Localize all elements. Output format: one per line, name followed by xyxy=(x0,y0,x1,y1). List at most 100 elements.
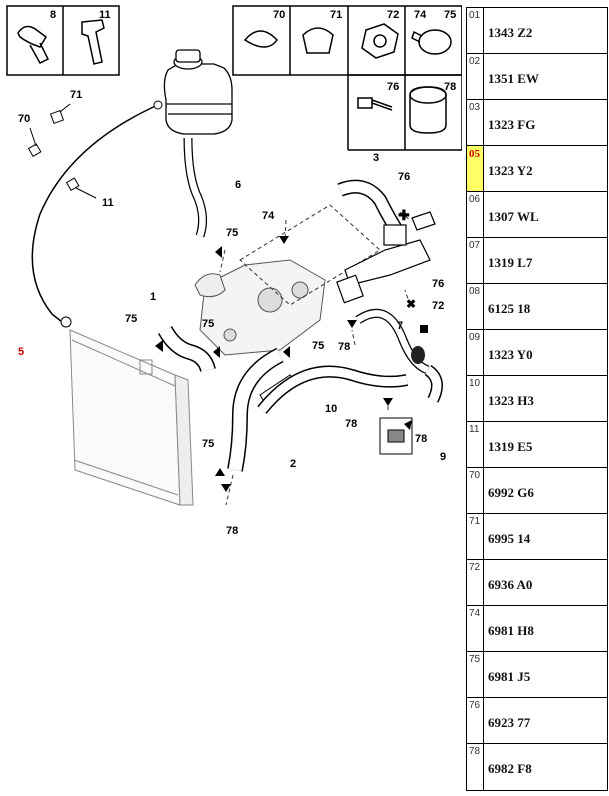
parts-row[interactable]: 78 6982 F8 xyxy=(467,743,607,791)
part-reference: 6923 77 xyxy=(488,715,531,730)
part-index: 03 xyxy=(467,100,484,145)
parts-row[interactable]: 07 1319 L7 xyxy=(467,237,607,283)
callout-75-d: 75 xyxy=(312,340,324,352)
clip-11-icon xyxy=(81,19,105,65)
clamp-72-icon xyxy=(411,346,425,364)
part-reference: 6125 18 xyxy=(488,301,531,316)
part-reference: 6982 F8 xyxy=(488,761,532,776)
parts-row[interactable]: 08 6125 18 xyxy=(467,283,607,329)
callout-70: 70 xyxy=(18,113,30,125)
callout-76-a: 76 xyxy=(398,171,410,183)
part-reference: 1323 Y2 xyxy=(488,163,533,178)
inset-callout-11: 11 xyxy=(99,9,111,21)
cable-5 xyxy=(31,103,161,327)
part-index: 06 xyxy=(467,192,484,237)
callout-71: 71 xyxy=(70,89,82,101)
part-index: 78 xyxy=(467,744,484,790)
inset-clips-left xyxy=(6,5,120,76)
parts-row[interactable]: 75 6981 J5 xyxy=(467,651,607,697)
callout-75-e: 75 xyxy=(202,438,214,450)
parts-row[interactable]: 76 6923 77 xyxy=(467,697,607,743)
cooling-system-diagram: 8 11 70 71 72 74 75 76 78 xyxy=(6,5,462,537)
inset-fasteners-right xyxy=(232,5,462,151)
callout-5: 5 xyxy=(18,346,24,358)
part-reference: 1323 H3 xyxy=(488,393,534,408)
parts-row[interactable]: 71 6995 14 xyxy=(467,513,607,559)
svg-text:✖: ✖ xyxy=(406,297,416,311)
thermostat-housing xyxy=(194,259,326,356)
parts-row[interactable]: 70 6992 G6 xyxy=(467,467,607,513)
radiator xyxy=(69,329,194,506)
callout-78-d: 78 xyxy=(226,525,238,537)
inset-callout-75: 75 xyxy=(444,9,456,21)
callout-76-b: 76 xyxy=(432,278,444,290)
callout-72: 72 xyxy=(432,300,444,312)
part-reference: 1319 L7 xyxy=(488,255,533,270)
part-index: 74 xyxy=(467,606,484,651)
part-reference: 1319 E5 xyxy=(488,439,533,454)
callout-75-b: 75 xyxy=(125,313,137,325)
parts-row[interactable]: 10 1323 H3 xyxy=(467,375,607,421)
part-reference: 6981 J5 xyxy=(488,669,531,684)
part-index: 75 xyxy=(467,652,484,697)
inset-callout-76: 76 xyxy=(387,81,399,93)
part-reference: 6936 A0 xyxy=(488,577,533,592)
callout-78-b: 78 xyxy=(345,418,357,430)
hose-clamp-74-icon xyxy=(418,29,452,55)
clip-8-icon xyxy=(17,25,47,48)
cable-connector-icon xyxy=(153,100,163,110)
callout-7: 7 xyxy=(397,320,403,332)
callout-1: 1 xyxy=(150,291,156,303)
callout-74: 74 xyxy=(262,210,275,222)
parts-row[interactable]: 06 1307 WL xyxy=(467,191,607,237)
parts-row[interactable]: 72 6936 A0 xyxy=(467,559,607,605)
svg-text:✚: ✚ xyxy=(398,207,410,223)
part-reference: 1323 FG xyxy=(488,117,536,132)
guide-lines xyxy=(219,211,411,506)
inset-callout-71: 71 xyxy=(330,9,342,21)
callout-78-a: 78 xyxy=(338,341,350,353)
part-index: 71 xyxy=(467,514,484,559)
part-index: 09 xyxy=(467,330,484,375)
part-index: 11 xyxy=(467,422,484,467)
outlet-pipe-assembly xyxy=(336,211,436,304)
nut-72-icon xyxy=(361,23,399,59)
callout-75-a: 75 xyxy=(226,227,238,239)
parts-row[interactable]: 03 1323 FG xyxy=(467,99,607,145)
callout-10: 10 xyxy=(325,403,337,415)
part-index: 08 xyxy=(467,284,484,329)
part-index: 05 xyxy=(467,146,484,191)
part-index: 72 xyxy=(467,560,484,605)
part-reference: 6992 G6 xyxy=(488,485,534,500)
callout-2: 2 xyxy=(290,458,296,470)
callout-6: 6 xyxy=(235,179,241,191)
parts-row[interactable]: 11 1319 E5 xyxy=(467,421,607,467)
part-index: 70 xyxy=(467,468,484,513)
inset-callout-70: 70 xyxy=(273,9,285,21)
inset-callout-74: 74 xyxy=(414,9,427,21)
part-index: 76 xyxy=(467,698,484,743)
part-index: 07 xyxy=(467,238,484,283)
clip-70-icon xyxy=(243,30,278,48)
parts-row[interactable]: 05 1323 Y2 xyxy=(467,145,607,191)
part-reference: 6995 14 xyxy=(488,531,531,546)
inset-callout-8: 8 xyxy=(50,9,56,21)
part-index: 02 xyxy=(467,54,484,99)
part-index: 10 xyxy=(467,376,484,421)
callout-3: 3 xyxy=(373,152,379,164)
parts-row[interactable]: 02 1351 EW xyxy=(467,53,607,99)
grommet-71-icon xyxy=(302,27,334,54)
part-reference: 1343 Z2 xyxy=(488,25,533,40)
inset-callout-78: 78 xyxy=(444,81,456,93)
inset-callout-72: 72 xyxy=(387,9,399,21)
bolt-76-icon xyxy=(357,97,373,109)
callout-75-c: 75 xyxy=(202,318,214,330)
arrow-markers: ✚ ✖ xyxy=(155,207,428,492)
part-reference: 1307 WL xyxy=(488,209,539,224)
part-reference: 1351 EW xyxy=(488,71,539,86)
clamp-band-75-icon xyxy=(409,86,447,134)
